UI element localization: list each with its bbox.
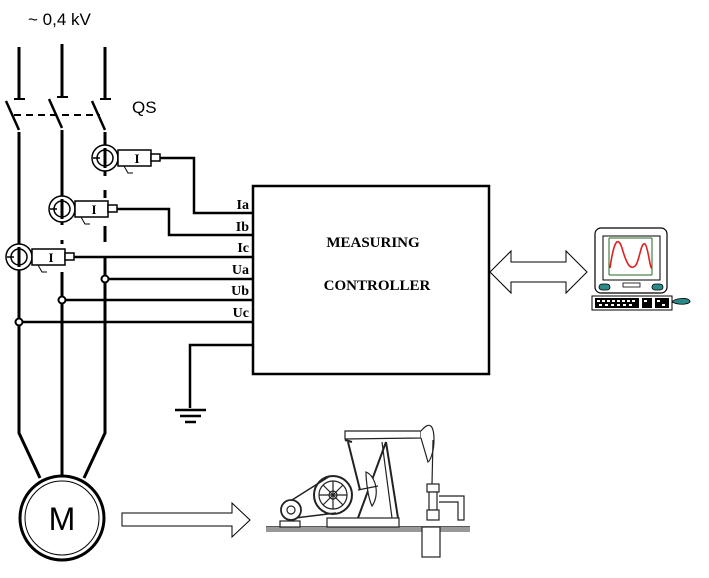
ct-a-glyph: I <box>134 151 139 166</box>
switch-label: QS <box>132 98 157 117</box>
ct-c-glyph: I <box>48 250 53 265</box>
supply-voltage-label: ~ 0,4 kV <box>28 10 92 29</box>
signal-label-ub: Ub <box>231 284 249 299</box>
wire-ground <box>188 343 253 408</box>
signal-label-uc: Uc <box>233 306 249 321</box>
ground-icon <box>175 408 206 424</box>
wire-ib <box>117 207 253 237</box>
controller-title-line1: MEASURING <box>326 235 420 251</box>
signal-labels: Ia Ib Ic Ua Ub Uc <box>231 198 249 321</box>
motor: M <box>18 433 106 562</box>
measuring-controller-box <box>251 184 491 376</box>
junction-dots <box>14 274 110 327</box>
controller-title-line2: CONTROLLER <box>324 278 431 294</box>
pumpjack-icon <box>266 424 470 558</box>
switch-qs <box>4 98 107 131</box>
signal-label-ib: Ib <box>236 220 249 235</box>
computer-icon <box>591 227 691 311</box>
right-arrow-icon <box>121 501 251 539</box>
current-transformer-c: I <box>5 243 75 273</box>
current-transformer-b: I <box>48 195 118 225</box>
motor-label: M <box>49 501 76 537</box>
signal-label-ua: Ua <box>232 263 249 278</box>
double-arrow-icon <box>489 249 588 295</box>
signal-label-ic: Ic <box>237 241 249 256</box>
current-transformer-a: I <box>91 144 161 174</box>
supply-arrows <box>14 44 111 100</box>
wire-ia <box>160 156 253 215</box>
signal-label-ia: Ia <box>237 198 249 213</box>
signal-wires <box>19 156 253 408</box>
ct-b-glyph: I <box>91 202 96 217</box>
